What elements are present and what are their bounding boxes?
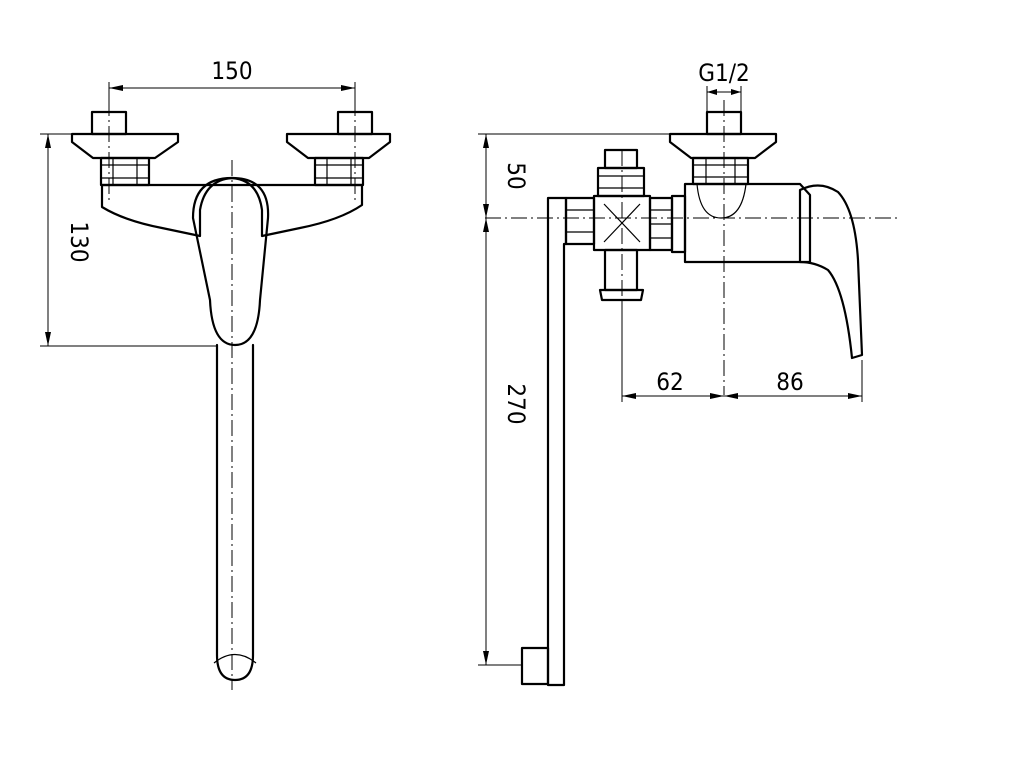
front-left-flange	[70, 132, 180, 160]
dim-side-top-label: 50	[502, 162, 530, 189]
dim-front-height-label: 130	[65, 221, 93, 262]
side-mixer-body	[683, 182, 812, 264]
front-aerator	[213, 653, 257, 664]
side-union-a	[670, 194, 687, 254]
side-view	[485, 100, 900, 687]
dim-side-handle: 86	[724, 360, 863, 402]
dim-front-height: 130	[40, 133, 218, 347]
side-lever-handle	[798, 184, 864, 360]
side-nut	[691, 156, 750, 186]
dim-side-top: 50	[478, 133, 670, 218]
front-right-nut	[313, 156, 365, 187]
side-spout	[546, 196, 568, 687]
dim-thread-label: G1/2	[698, 59, 749, 87]
dim-side-spout-label: 270	[502, 383, 530, 424]
side-lower-outlet	[603, 248, 639, 292]
dim-front-width-label: 150	[211, 57, 252, 85]
dim-side-diverter: 62	[621, 300, 724, 402]
dim-side-handle-label: 86	[776, 368, 803, 396]
dim-front-width: 150	[108, 57, 356, 112]
front-spout	[215, 343, 255, 682]
front-left-nut	[99, 156, 151, 187]
front-view	[70, 100, 392, 690]
dim-side-spout: 270	[478, 218, 530, 666]
side-flange	[668, 132, 778, 160]
dim-thread: G1/2	[698, 59, 750, 112]
side-lower-cap	[598, 288, 645, 302]
front-lever-handle	[191, 176, 270, 347]
dim-side-diverter-label: 62	[656, 368, 683, 396]
side-upper-outlet	[603, 148, 639, 170]
side-aerator	[520, 646, 550, 686]
side-spout-connector	[564, 196, 596, 246]
side-upper-nut	[596, 166, 646, 198]
front-right-flange	[285, 132, 392, 160]
side-body-curve	[696, 183, 747, 219]
